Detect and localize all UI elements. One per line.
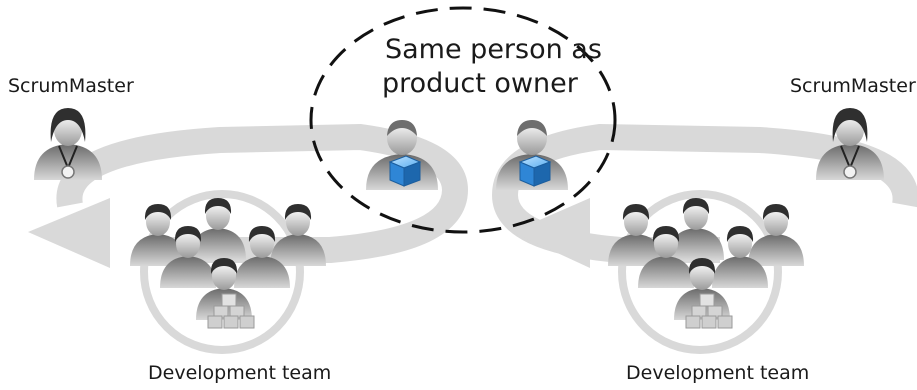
cycle-arrowhead-icon xyxy=(512,198,590,268)
team-label: Development team xyxy=(626,362,809,384)
right-scrum-team: ScrumMaster Development team xyxy=(491,75,917,384)
shared-role-label-line1: Same person as xyxy=(385,34,602,65)
team-ring xyxy=(618,190,782,354)
scrum-master-label: ScrumMaster xyxy=(8,75,134,97)
cycle-arrowhead-icon xyxy=(28,198,110,268)
shared-role-callout xyxy=(309,6,617,234)
team-label: Development team xyxy=(148,362,331,384)
team-ring xyxy=(140,190,304,354)
scrum-master-icon xyxy=(33,107,103,181)
shared-role-label-line2: product owner xyxy=(382,68,579,99)
left-scrum-team: ScrumMaster Development team xyxy=(8,75,469,384)
scrum-master-label: ScrumMaster xyxy=(790,75,916,97)
